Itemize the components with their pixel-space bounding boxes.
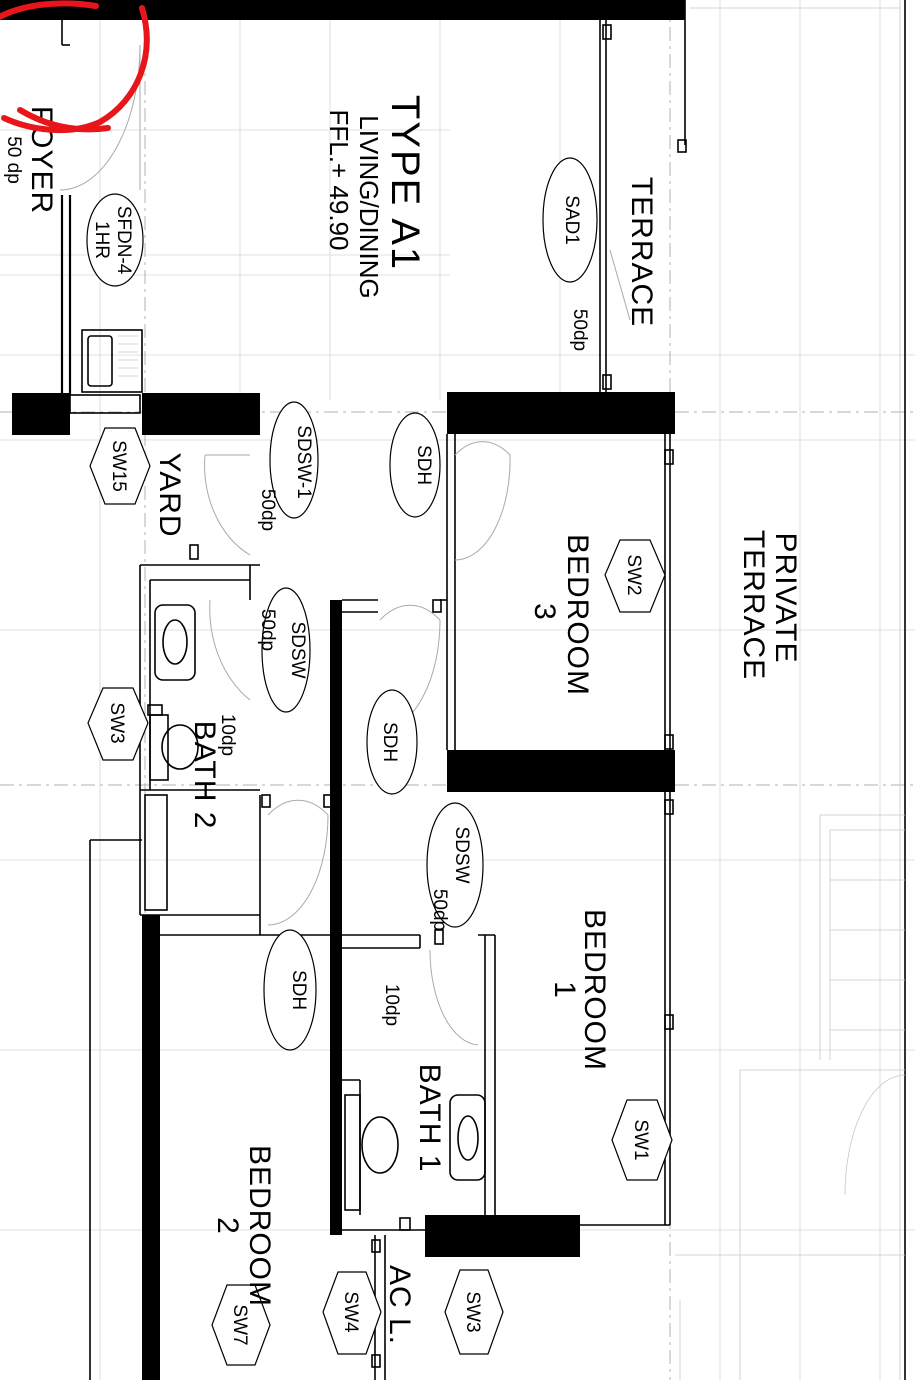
- bath2-fixtures: [144, 604, 199, 911]
- terrace-railing: [675, 0, 906, 1380]
- terrace-label: TERRACE: [625, 177, 658, 327]
- door-tag-sdsw-bed1: SDSW: [451, 827, 472, 884]
- drop-sdsw-1: 50dp: [257, 489, 278, 531]
- window-tag-sw2: SW2: [623, 554, 644, 595]
- window-tag-sw3-bath2: SW3: [106, 702, 127, 743]
- bedroom2-number: 2: [211, 1217, 244, 1235]
- ffl-label: FFL.+ 49.90: [324, 110, 354, 251]
- door-tag-sdh-bed2: SDH: [288, 970, 309, 1010]
- door-tag-1hr: 1HR: [91, 221, 112, 259]
- door-tag-sdh-living: SDH: [413, 445, 434, 485]
- door-tag-sfdn-4: SFDN-4: [113, 206, 134, 275]
- type-title: TYPE A1: [383, 95, 427, 271]
- drop-bath2: 10dp: [217, 714, 238, 756]
- bedroom3-number: 3: [528, 603, 561, 621]
- drop-sdsw-yard: 50dp: [257, 609, 278, 651]
- window-tag-sw7: SW7: [229, 1304, 250, 1345]
- drop-sdsw-bed1: 50dp: [429, 889, 450, 931]
- ac-ledge-label: AC L.: [383, 1265, 416, 1345]
- door-tag-sdsw-yard: SDSW: [287, 622, 308, 679]
- window-tag-sw4: SW4: [340, 1291, 361, 1333]
- window-tag-sw3-ac: SW3: [462, 1291, 483, 1332]
- living-dining-label: LIVING/DINING: [354, 115, 384, 298]
- drop-bath1: 10dp: [381, 984, 402, 1026]
- window-tag-sw15: SW15: [108, 440, 129, 492]
- door-tag-ellipses: [86, 157, 598, 1051]
- walls: [0, 0, 685, 1380]
- partitions: [60, 20, 671, 1380]
- door-tag-sdh-corridor: SDH: [379, 722, 400, 762]
- yard-label: YARD: [153, 452, 186, 537]
- window-tag-sw1: SW1: [630, 1119, 651, 1160]
- bedroom2-label: BEDROOM: [243, 1145, 276, 1307]
- bath2-label: BATH 2: [188, 721, 221, 830]
- drop-sad1: 50dp: [569, 309, 590, 351]
- window-tag-shapes: [87, 427, 673, 1366]
- door-tag-sad1: SAD1: [561, 195, 582, 245]
- private-terrace-label-2: TERRACE: [737, 530, 770, 680]
- door-tag-sdsw-1: SDSW-1: [293, 425, 314, 499]
- bedroom1-number: 1: [548, 981, 581, 999]
- foyer-dp-label: 50 dp: [3, 136, 24, 184]
- private-terrace-label-1: PRIVATE: [769, 533, 802, 664]
- bedroom3-label: BEDROOM: [561, 534, 594, 696]
- bath1-fixtures: [344, 1094, 486, 1211]
- kitchen-sink: [81, 329, 143, 393]
- bath1-label: BATH 1: [413, 1064, 446, 1173]
- hardware-marks: [69, 24, 687, 1368]
- annotation-circle: [0, 0, 150, 134]
- bedroom1-label: BEDROOM: [578, 909, 611, 1071]
